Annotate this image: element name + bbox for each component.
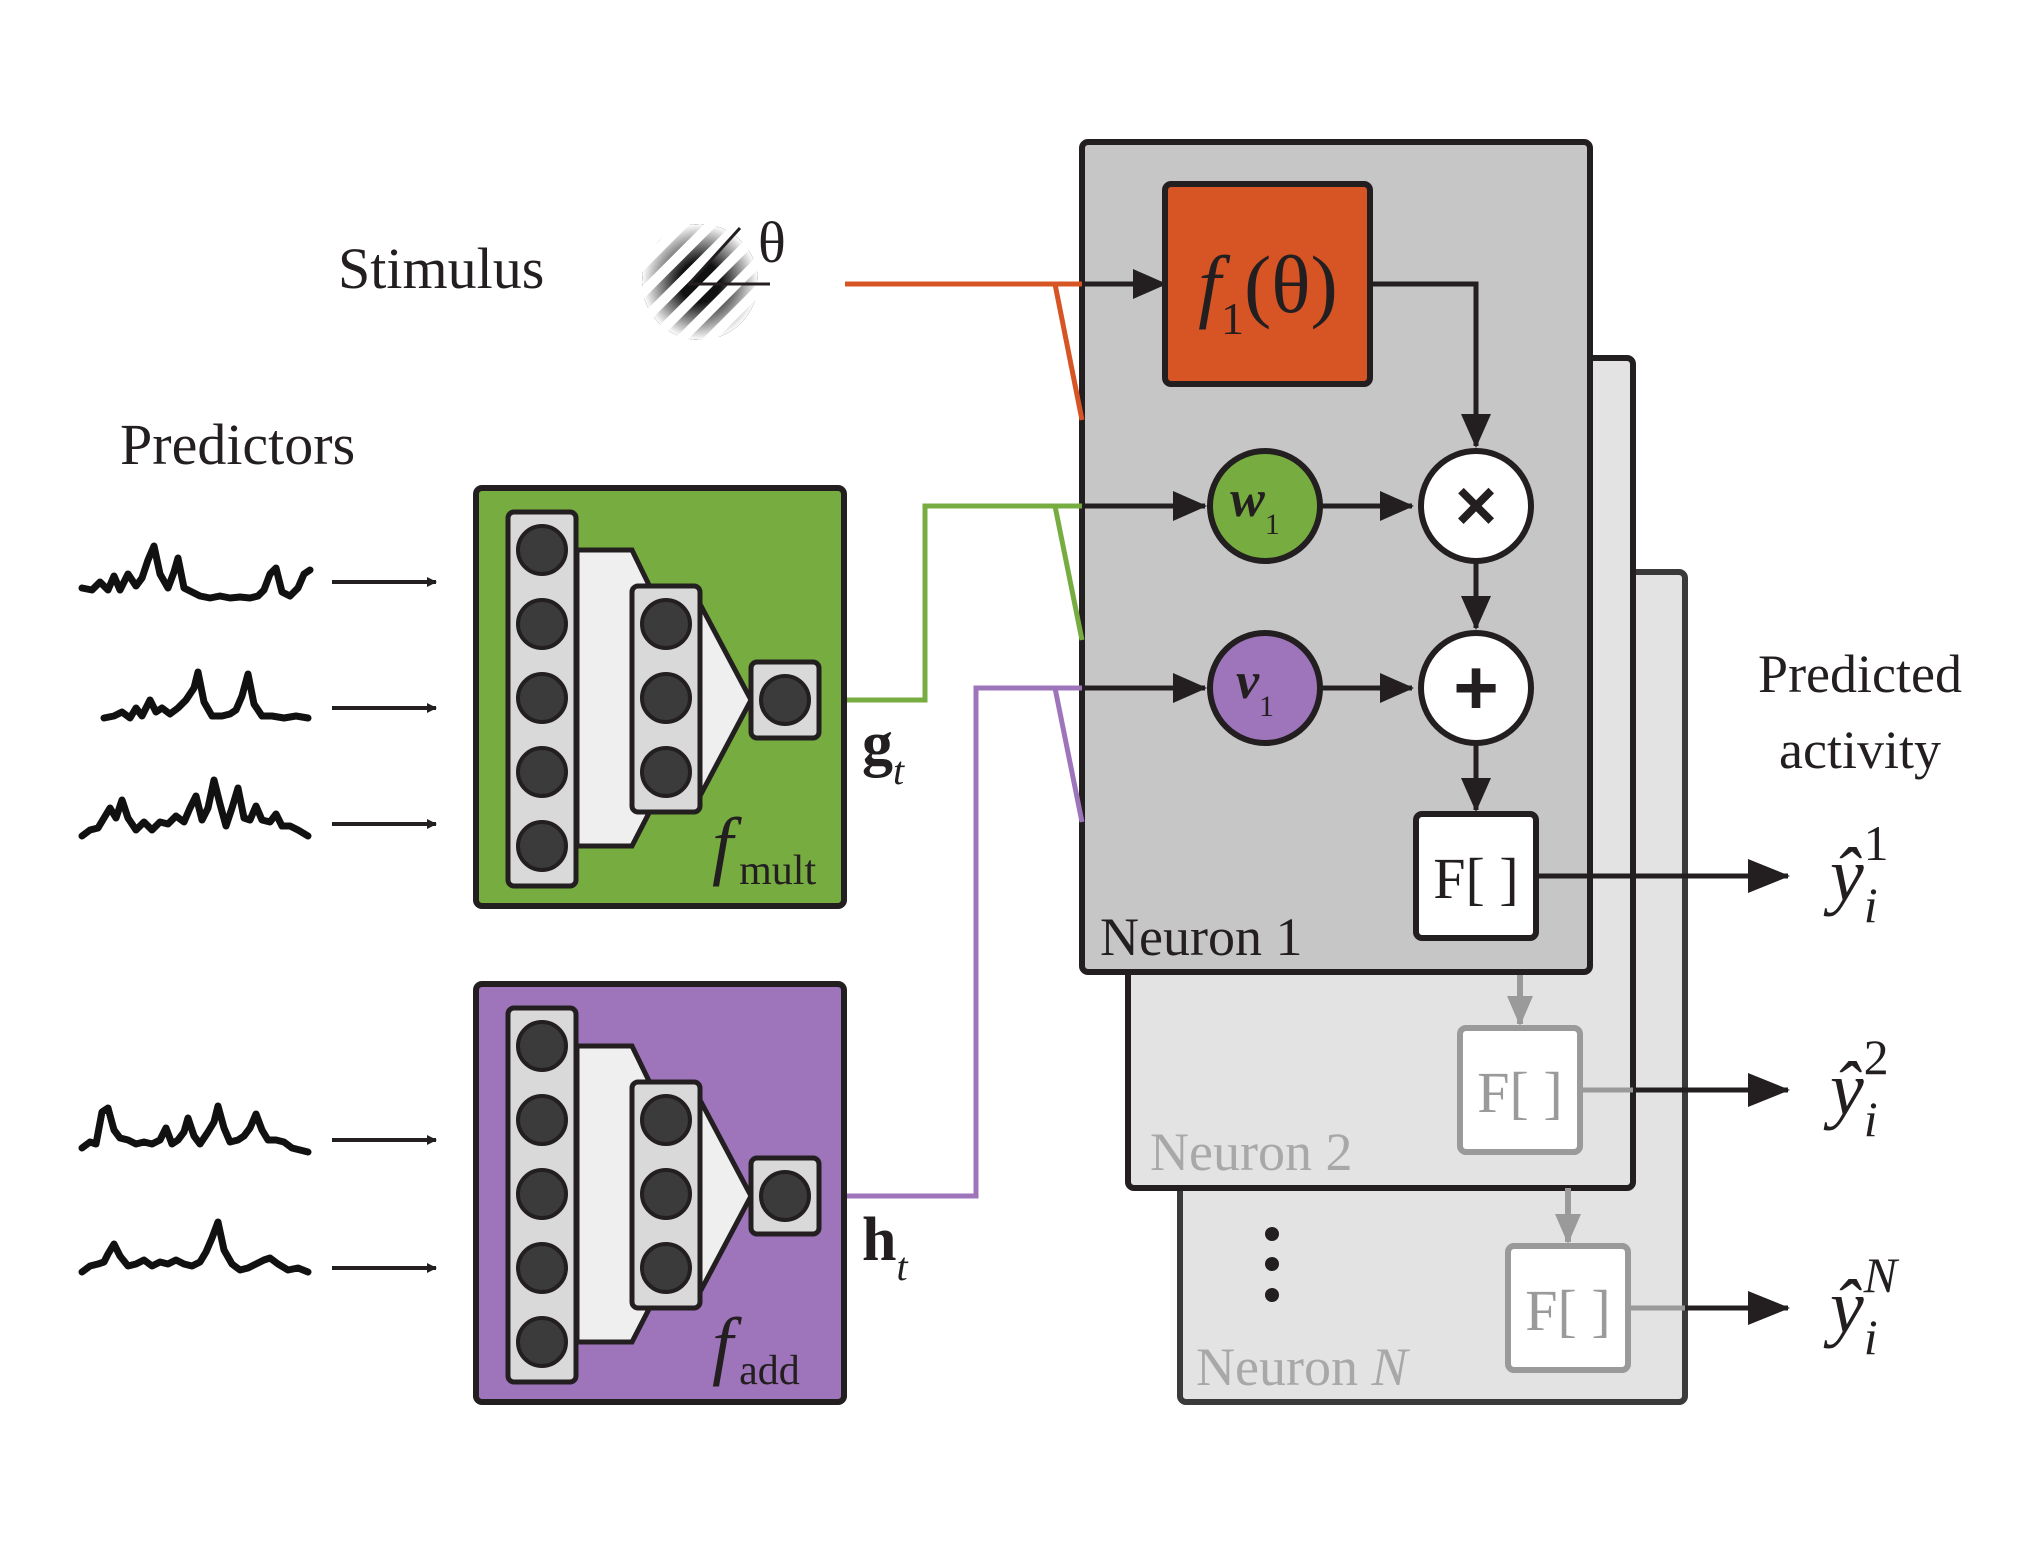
stimulus-label: Stimulus: [338, 236, 544, 301]
g-wire-branch: [1052, 505, 1085, 641]
h-t-label: ht: [862, 1206, 908, 1289]
multiply-node: ×: [1418, 448, 1534, 564]
neuron-2-title: Neuron 2: [1150, 1122, 1352, 1182]
tuning-function-box: f1(θ): [1162, 181, 1373, 387]
svg-text:ŷiN: ŷiN: [1823, 1247, 1900, 1365]
predictor-trace-3: [78, 776, 312, 840]
output-1-label: ŷi1: [1823, 815, 1889, 933]
add-node: +: [1418, 630, 1534, 746]
predictor-trace-5: [78, 1218, 312, 1276]
theta-label: θ: [758, 210, 786, 275]
svg-text:ŷi1: ŷi1: [1823, 815, 1889, 933]
svg-text:ŷi2: ŷi2: [1823, 1029, 1889, 1147]
stimulus-wire-branch: [1052, 283, 1085, 421]
predicted-activity-line2: activity: [1779, 720, 1941, 780]
v1-label: v1: [1236, 653, 1274, 723]
add-symbol: +: [1453, 643, 1499, 731]
predictor-trace-1: [78, 542, 314, 602]
output-2-label: ŷi2: [1823, 1029, 1889, 1147]
g-t-label: gt: [862, 710, 905, 793]
tuning-output-arrow: [1370, 281, 1491, 448]
neuron-2-nonlinearity-box: F[ ]: [1457, 1025, 1583, 1155]
neuron-N-ellipsis-dots: [1265, 1227, 1279, 1302]
w1-node: w1: [1207, 448, 1323, 564]
predictors-label: Predictors: [120, 412, 355, 477]
multiply-symbol: ×: [1455, 466, 1497, 546]
h-wire-branch: [1052, 687, 1085, 823]
predictor-trace-4: [78, 1102, 312, 1156]
neuron-1-title: Neuron 1: [1100, 907, 1302, 967]
output-N-label: ŷiN: [1823, 1247, 1900, 1365]
g-wire: [822, 503, 1180, 703]
h-wire: [822, 685, 1180, 1199]
tuning-function-label: f1(θ): [1198, 239, 1338, 344]
neuron-2-nonlinearity-label: F[ ]: [1477, 1060, 1562, 1125]
w1-label: w1: [1230, 471, 1280, 541]
neuron-1-nonlinearity-box: F[ ]: [1413, 811, 1539, 941]
neuron-N-nonlinearity-box: F[ ]: [1505, 1243, 1631, 1373]
neuron-1-nonlinearity-label: F[ ]: [1433, 846, 1518, 911]
neuron-N-title: Neuron N: [1196, 1337, 1410, 1397]
v1-node: v1: [1207, 630, 1323, 746]
predictor-trace-2: [100, 668, 312, 722]
neuron-N-nonlinearity-label: F[ ]: [1525, 1278, 1610, 1343]
predicted-activity-line1: Predicted: [1758, 644, 1962, 704]
